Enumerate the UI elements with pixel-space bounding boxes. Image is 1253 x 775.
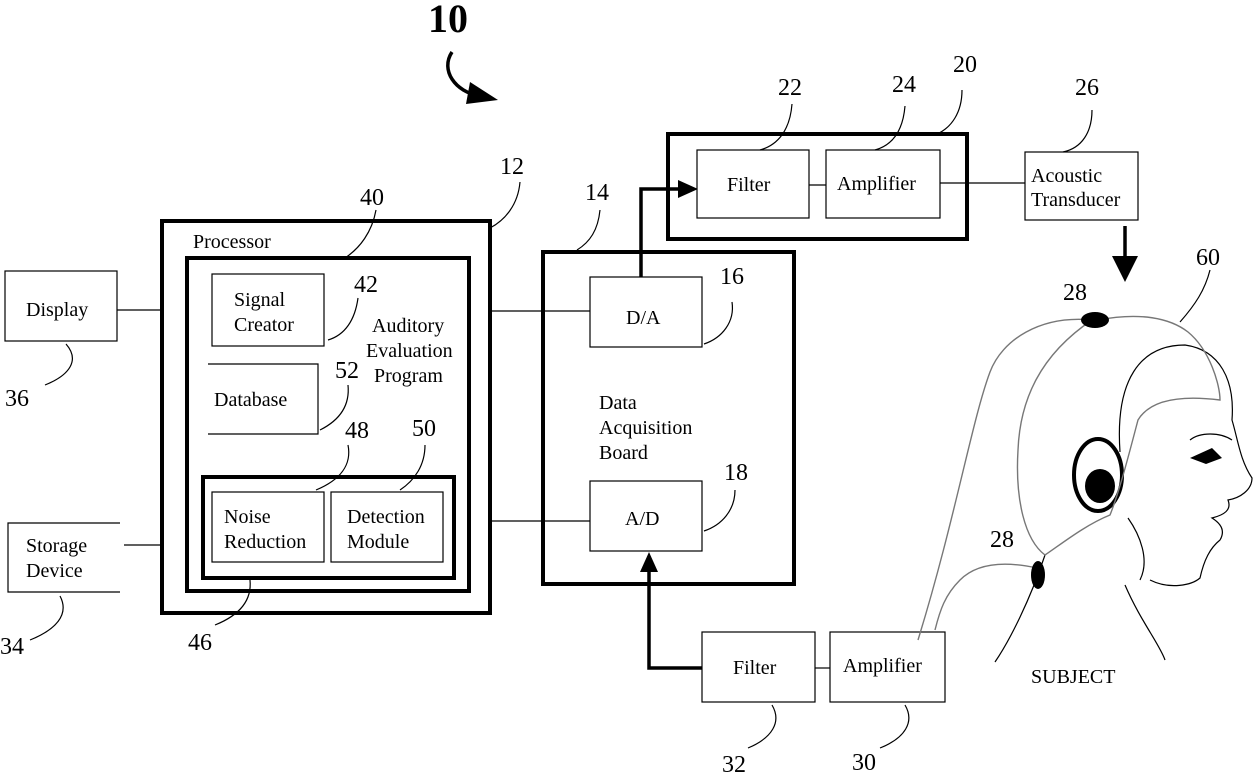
detection-label-2: Module [347, 531, 409, 553]
ref-28-top: 28 [1063, 280, 1087, 306]
noise-label-2: Reduction [224, 531, 306, 553]
leader-26 [1063, 110, 1092, 152]
processor-label: Processor [193, 231, 271, 253]
electrode-wire-top [918, 319, 1092, 640]
storage-label-2: Device [26, 560, 83, 582]
program-label-3: Program [374, 365, 443, 387]
leader-30 [880, 705, 909, 748]
leader-52 [320, 385, 348, 430]
storage-label-1: Storage [26, 535, 87, 557]
figure-arrow-head [466, 82, 498, 104]
daq-label-2: Acquisition [599, 417, 692, 439]
leader-46 [215, 580, 250, 625]
eye [1190, 448, 1222, 464]
ref-50: 50 [412, 416, 436, 442]
da-label: D/A [626, 307, 661, 329]
noise-label-1: Noise [224, 506, 271, 528]
transducer-label-1: Acoustic [1031, 165, 1102, 187]
electrode-wire-bottom [935, 564, 1037, 630]
leader-32 [748, 705, 776, 748]
leader-22 [760, 104, 792, 150]
leader-48 [316, 445, 349, 490]
leader-40 [345, 210, 376, 258]
ref-12: 12 [500, 154, 524, 180]
signal-label-2: Creator [234, 314, 294, 336]
sound-arrow-head [1112, 256, 1138, 282]
display-label: Display [26, 299, 88, 321]
leader-60 [1180, 270, 1210, 322]
ref-22: 22 [778, 75, 802, 101]
program-label-1: Auditory [372, 315, 444, 337]
leader-50 [400, 445, 425, 490]
figure-number: 10 [428, 0, 468, 41]
detection-label-1: Detection [347, 506, 425, 528]
ref-52: 52 [335, 358, 359, 384]
amplifier-top-label: Amplifier [837, 173, 916, 195]
electrode-bottom [1031, 561, 1045, 589]
leader-42 [328, 298, 358, 340]
leader-12 [490, 182, 520, 228]
ref-60: 60 [1196, 245, 1220, 271]
ref-32: 32 [722, 752, 746, 775]
program-label-2: Evaluation [366, 340, 453, 362]
subject-label: SUBJECT [1031, 666, 1115, 688]
head-cap-wire [1017, 316, 1220, 555]
ref-40: 40 [360, 185, 384, 211]
electrode-top [1081, 312, 1109, 328]
da-to-filter-arrowhead [678, 180, 698, 198]
ref-26: 26 [1075, 75, 1099, 101]
subject-head-illustration [918, 312, 1252, 662]
leader-16 [704, 302, 732, 344]
ref-18: 18 [724, 460, 748, 486]
amplifier-bottom-label: Amplifier [843, 655, 922, 677]
leader-18 [704, 490, 735, 531]
earphone [1085, 469, 1115, 503]
leader-34 [30, 596, 63, 640]
ref-42: 42 [354, 272, 378, 298]
leader-24 [875, 106, 905, 150]
ref-34: 34 [0, 634, 24, 660]
signal-label-1: Signal [234, 289, 286, 311]
ad-label: A/D [625, 508, 659, 530]
transducer-label-2: Transducer [1031, 189, 1121, 211]
ref-24: 24 [892, 72, 916, 98]
filter-top-label: Filter [727, 174, 771, 196]
leader-36 [45, 344, 72, 385]
filter-to-ad-arrowhead [640, 552, 658, 572]
ref-14: 14 [585, 180, 609, 206]
leader-20 [935, 90, 962, 135]
ref-20: 20 [953, 52, 977, 78]
ref-48: 48 [345, 418, 369, 444]
ref-46: 46 [188, 630, 212, 656]
database-label: Database [214, 389, 287, 411]
filter-bottom-label: Filter [733, 657, 777, 679]
daq-label-1: Data [599, 392, 637, 414]
ref-16: 16 [720, 264, 744, 290]
ref-36: 36 [5, 386, 29, 412]
daq-label-3: Board [599, 442, 648, 464]
da-to-filter-arrow [641, 189, 682, 277]
leader-14 [577, 210, 600, 250]
ref-30: 30 [852, 750, 876, 775]
ref-28-bottom: 28 [990, 527, 1014, 553]
